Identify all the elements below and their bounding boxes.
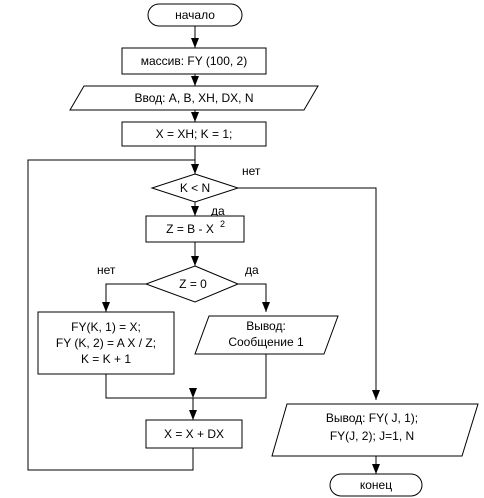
arrowhead	[191, 112, 199, 122]
arrowhead	[191, 164, 199, 174]
end-terminal: конец	[329, 473, 423, 497]
arrowhead	[191, 38, 199, 48]
z-no-label: нет	[97, 263, 116, 277]
end-label: конец	[360, 478, 392, 492]
arrowhead	[189, 388, 197, 398]
z-condition-label: Z = 0	[179, 277, 207, 291]
arrowhead	[191, 256, 199, 266]
output-line-1: Вывод: FY( J, 1);	[326, 411, 418, 425]
store-line-3: K = K + 1	[81, 352, 131, 366]
output-line-2: FY(J, 2); J=1, N	[330, 429, 414, 443]
message-output-block: Вывод: Сообщение 1	[194, 315, 339, 355]
array-declaration-block: массив: FY (100, 2)	[121, 47, 267, 75]
loop-condition-label: K < N	[180, 181, 210, 195]
z-yes-label: да	[245, 263, 259, 277]
arrowhead	[372, 464, 380, 474]
input-label: Ввод: A, B, XH, DX, N	[134, 91, 253, 105]
arrowheads	[102, 38, 380, 474]
init-block: X = XH; K = 1;	[121, 121, 267, 147]
message-line-1: Вывод:	[246, 319, 286, 333]
compute-z-label: Z = B - X	[166, 222, 214, 236]
loop-decision: K < N нет да	[150, 164, 261, 218]
array-declaration-label: массив: FY (100, 2)	[141, 54, 247, 68]
compute-z-exponent: 2	[220, 219, 225, 229]
store-line-2: FY (K, 2) = A X / Z;	[56, 336, 156, 350]
increment-block: X = X + DX	[145, 419, 243, 449]
store-line-1: FY(K, 1) = X;	[71, 320, 141, 334]
arrowhead	[372, 390, 380, 400]
compute-z-block: Z = B - X 2	[145, 215, 245, 243]
arrowhead	[191, 206, 199, 216]
arrowhead	[189, 410, 197, 420]
final-output-block: Вывод: FY( J, 1); FY(J, 2); J=1, N	[271, 403, 479, 457]
arrowhead	[262, 302, 270, 312]
start-label: начало	[175, 8, 215, 22]
increment-label: X = X + DX	[164, 427, 224, 441]
start-terminal: начало	[147, 3, 243, 27]
store-block: FY(K, 1) = X; FY (K, 2) = A X / Z; K = K…	[37, 311, 175, 375]
arrowhead	[102, 302, 110, 312]
message-line-2: Сообщение 1	[228, 335, 304, 349]
loop-no-label: нет	[242, 164, 261, 178]
loop-yes-label: да	[211, 204, 225, 218]
init-label: X = XH; K = 1;	[156, 127, 233, 141]
z-decision: Z = 0 нет да	[97, 263, 259, 303]
input-block: Ввод: A, B, XH, DX, N	[69, 85, 319, 111]
arrowhead	[191, 76, 199, 86]
